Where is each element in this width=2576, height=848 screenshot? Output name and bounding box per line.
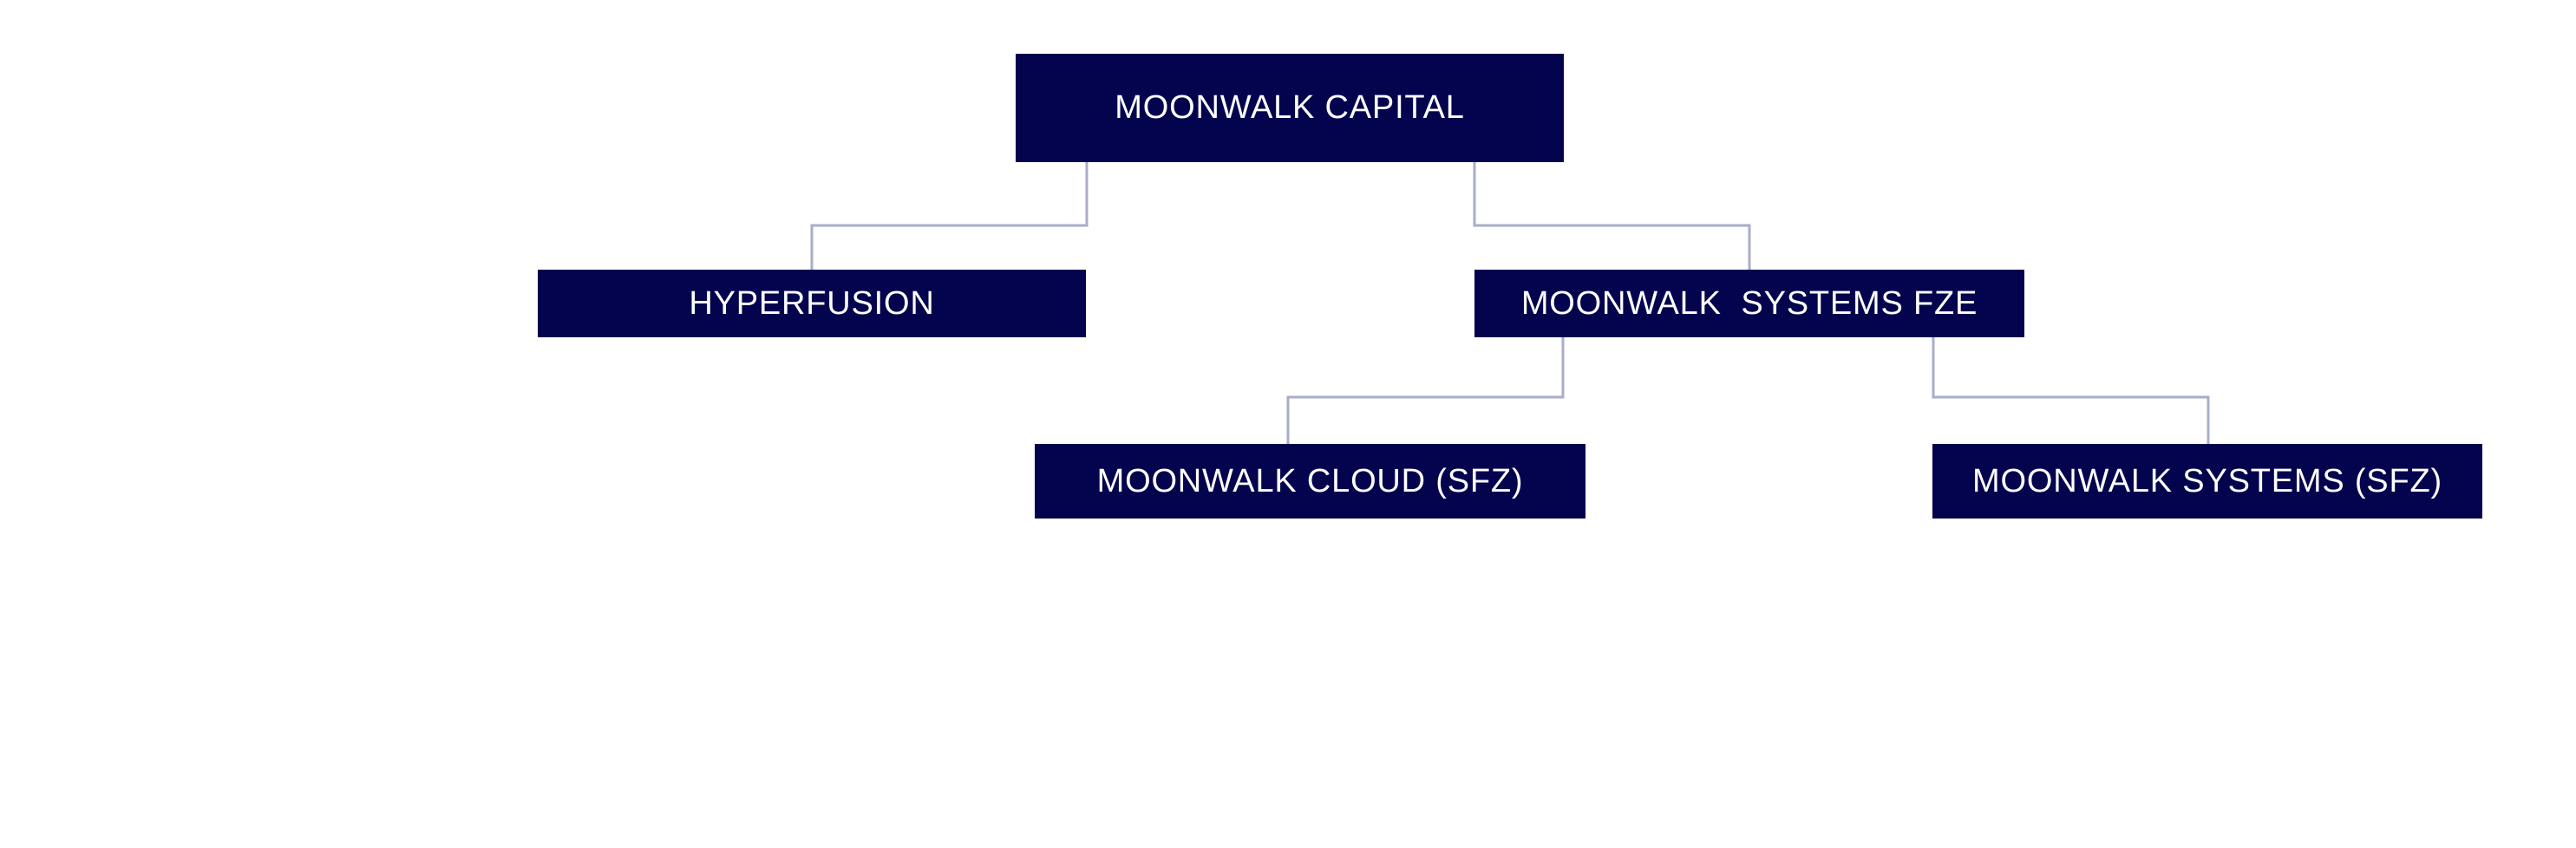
connector-root-to-hyperfusion: [810, 162, 1089, 270]
org-node-moonwalk-systems-fze: MOONWALK SYSTEMS FZE: [1474, 270, 2024, 337]
connector-fze-to-systems-sfz: [1932, 337, 2210, 444]
org-node-label: MOONWALK SYSTEMS FZE: [1520, 284, 1978, 322]
org-node-moonwalk-capital: MOONWALK CAPITAL: [1016, 54, 1564, 162]
connector-fze-to-cloud-sfz: [1286, 337, 1565, 444]
org-node-moonwalk-systems-sfz: MOONWALK SYSTEMS (SFZ): [1932, 444, 2482, 519]
org-node-moonwalk-cloud-sfz: MOONWALK CLOUD (SFZ): [1035, 444, 1585, 519]
org-node-hyperfusion: HYPERFUSION: [538, 270, 1086, 337]
org-node-label: MOONWALK SYSTEMS (SFZ): [1972, 462, 2442, 499]
connector-root-to-systems-fze: [1473, 162, 1751, 270]
org-node-label: MOONWALK CLOUD (SFZ): [1096, 462, 1524, 499]
org-node-label: MOONWALK CAPITAL: [1115, 89, 1465, 126]
org-node-label: HYPERFUSION: [689, 284, 935, 322]
